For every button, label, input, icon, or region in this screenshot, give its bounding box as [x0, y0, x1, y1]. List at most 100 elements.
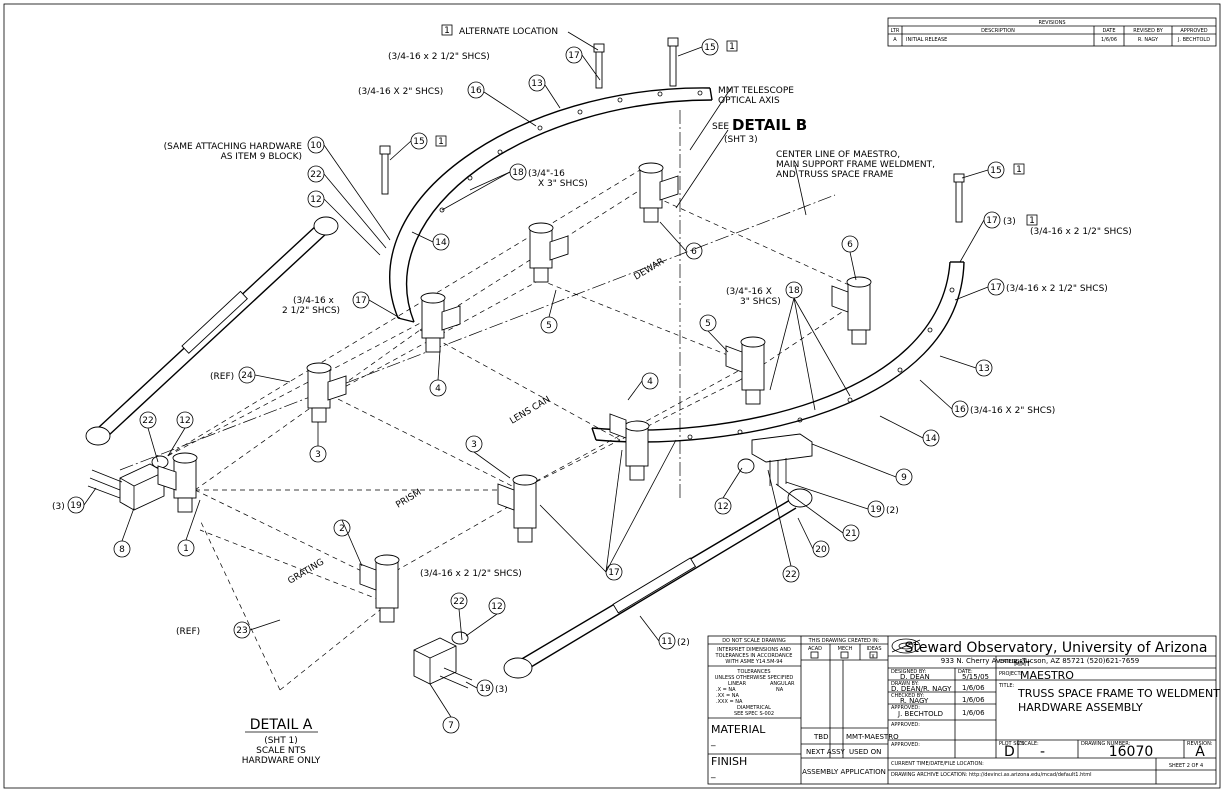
revision-value: A	[1195, 744, 1205, 760]
project-value: MAESTRO	[1020, 669, 1074, 682]
svg-text:18: 18	[512, 168, 524, 178]
balloon-17-left: 17	[352, 291, 370, 309]
approved-by: J. BECHTOLD	[897, 710, 943, 718]
balloon-20: 20	[812, 540, 830, 558]
rev-header-approved: APPROVED	[1180, 28, 1207, 34]
finish-value: _	[710, 769, 716, 779]
centerline-maestro	[119, 194, 836, 471]
svg-text:11: 11	[661, 637, 672, 647]
designed-by: D. DEAN	[900, 673, 930, 681]
svg-text:21: 21	[845, 529, 856, 539]
balloon-9: 9	[895, 468, 913, 486]
centerline-line3: AND TRUSS SPACE FRAME	[776, 170, 894, 180]
archive-location: DRAWING ARCHIVE LOCATION: http://devinci…	[891, 772, 1091, 778]
rev-date: 1/6/06	[1101, 37, 1117, 43]
svg-text:9: 9	[901, 473, 907, 483]
assembly-application: ASSEMBLY APPLICATION	[802, 768, 886, 776]
designed-date: 5/15/05	[962, 673, 989, 681]
unless-specified: UNLESS OTHERWISE SPECIFIED	[715, 675, 794, 681]
qty-11: (2)	[677, 638, 690, 648]
truss-dashed-lines	[159, 169, 861, 691]
title-block: DO NOT SCALE DRAWING INTERPRET DIMENSION…	[707, 635, 1220, 785]
svg-text:22: 22	[310, 170, 321, 180]
approved-label-2: APPROVED:	[891, 722, 920, 728]
block-item-7	[413, 631, 473, 689]
svg-text:22: 22	[142, 416, 153, 426]
see-label: SEE	[712, 122, 729, 132]
rev-revised-by: R. NAGY	[1138, 37, 1159, 43]
balloon-7: 7	[442, 716, 460, 734]
svg-text:17: 17	[990, 283, 1001, 293]
detail-a-sheet: (SHT 1)	[264, 736, 298, 746]
balloon-18-top: 18	[509, 163, 527, 181]
balloon-19-bottom: 19	[476, 679, 494, 697]
centerline-line1: CENTER LINE OF MAESTRO,	[776, 150, 900, 160]
upper-frame-arc-inner	[406, 99, 713, 323]
svg-text:4: 4	[647, 377, 653, 387]
tol-xxx: .XXX = NA	[716, 699, 743, 705]
do-not-scale: DO NOT SCALE DRAWING	[722, 638, 786, 644]
used-on-label: USED ON	[849, 748, 881, 756]
material-label: MATERIAL	[711, 723, 766, 736]
svg-text:20: 20	[815, 545, 827, 555]
ref-23-label: (REF)	[176, 627, 200, 637]
drawn-by-label: DRAWN BY:	[891, 681, 919, 687]
same-hw-line2: AS ITEM 9 BLOCK)	[221, 152, 302, 162]
flag-notes: 1 1 1 1 1	[435, 24, 1038, 226]
drawn-by: D. DEAN/R. NAGY	[891, 685, 952, 693]
balloon-12-center: 12	[714, 497, 732, 515]
balloon-21: 21	[842, 524, 860, 542]
balloon-17-right-b: 17	[987, 278, 1005, 296]
balloon-16-right: 16	[951, 400, 969, 418]
tol-angular: NA	[776, 687, 784, 693]
revision-label: REVISION:	[1187, 741, 1213, 747]
shcs-17-right-b: (3/4-16 x 2 1/2" SHCS)	[1006, 284, 1108, 294]
tol-x: .X = NA	[716, 687, 736, 693]
balloon-8: 8	[113, 540, 131, 558]
see-spec: SEE SPEC S-002	[734, 711, 774, 717]
scale-value: -	[1040, 744, 1045, 760]
shcs-16-right: (3/4-16 X 2" SHCS)	[970, 406, 1055, 416]
balloon-19-right: 19	[867, 500, 885, 518]
svg-text:14: 14	[925, 434, 937, 444]
svg-text:19: 19	[479, 684, 491, 694]
organization-name: Steward Observatory, University of Arizo…	[905, 640, 1208, 656]
rev-header-description: DESCRIPTION	[981, 28, 1015, 34]
approved-label-3: APPROVED:	[891, 742, 920, 748]
rev-header-revised-by: REVISED BY	[1133, 28, 1163, 34]
drawing-title-line2: HARDWARE ASSEMBLY	[1018, 701, 1143, 714]
svg-text:22: 22	[785, 570, 796, 580]
sht3-label: (SHT 3)	[724, 135, 758, 145]
sheet-border	[3, 3, 1221, 789]
svg-text:12: 12	[179, 416, 190, 426]
detail-a-note: HARDWARE ONLY	[242, 756, 321, 766]
drawing-number-label: DRAWING NUMBER:	[1081, 741, 1131, 747]
shcs-18-right-line2: 3" SHCS)	[740, 297, 781, 307]
svg-text:5: 5	[705, 319, 711, 329]
centerline-line2: MAIN SUPPORT FRAME WELDMENT,	[776, 160, 935, 170]
balloon-5-right: 5	[699, 314, 717, 332]
balloon-3-center: 3	[465, 435, 483, 453]
balloon-4-right: 4	[641, 372, 659, 390]
balloon-1: 1	[177, 539, 195, 557]
svg-text:12: 12	[717, 502, 728, 512]
detail-b-label: DETAIL B	[732, 116, 807, 134]
svg-text:18: 18	[788, 286, 800, 296]
rev-ltr: A	[893, 37, 897, 43]
detail-a-label: DETAIL A (SHT 1) SCALE NTS HARDWARE ONLY	[242, 717, 321, 766]
checked-by: R. NAGY	[900, 697, 929, 705]
balloon-15-right: 15	[987, 161, 1005, 179]
finish-label: FINISH	[711, 755, 747, 768]
project-label: PROJECT:	[999, 671, 1022, 677]
qty-19-right: (2)	[886, 506, 899, 516]
approved-label: APPROVED:	[891, 705, 920, 711]
balloon-16-top: 16	[467, 81, 485, 99]
rev-header-date: DATE	[1102, 28, 1115, 34]
upper-frame-arc-outer	[389, 87, 711, 319]
designed-by-label: DESIGNED BY:	[891, 669, 926, 675]
svg-text:15: 15	[413, 137, 424, 147]
created-in: THIS DRAWING CREATED IN:	[808, 638, 880, 644]
balloon-17-right-a: 17	[983, 211, 1001, 229]
qty-19-left: (3)	[52, 502, 65, 512]
interpret-2: TOLERANCES IN ACCORDANCE	[715, 653, 793, 659]
